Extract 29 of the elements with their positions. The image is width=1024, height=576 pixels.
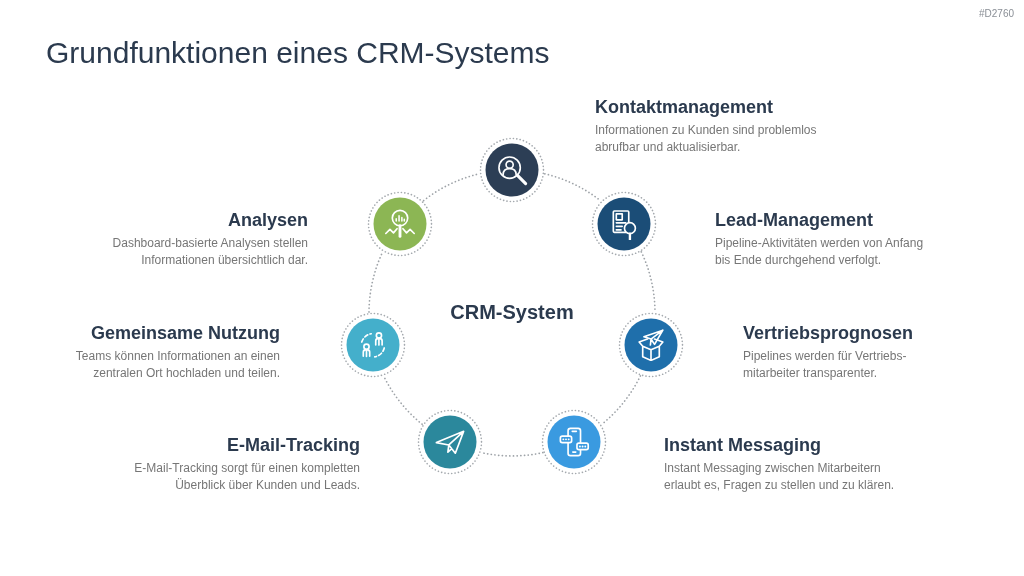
feature-description: Dashboard-basierte Analysen stellen Informationen übersichtlich dar. (111, 235, 308, 269)
feature-description: E-Mail-Tracking sorgt für einen kompletten Überblick über Kunden und Leads. (133, 460, 360, 494)
feature-circle (339, 311, 406, 378)
feature-description: Pipelines werden für Vertriebs- mitarbeiter transparenter. (743, 348, 908, 382)
feature-description: Pipeline-Aktivitäten werden von Anfang bis Ende durchgehend verfolgt. (715, 235, 925, 269)
dotted-connector (543, 172, 602, 202)
feature-heading: Analysen (227, 209, 308, 231)
feature-circle (367, 190, 434, 257)
feature-description: Teams können Informationen an einen zentralen Ort hochladen und teilen. (74, 348, 280, 382)
feature-description: Instant Messaging zwischen Mitarbeitern erlaubt es, Fragen zu stellen und zu klären. (664, 460, 896, 494)
center-label: CRM-System (450, 300, 574, 324)
diagram-title: Grundfunktionen eines CRM-Systems (46, 35, 550, 71)
feature-circle (417, 408, 483, 475)
feature-heading: E-Mail-Tracking (226, 434, 360, 456)
feature-circle (618, 311, 685, 378)
dotted-connector (640, 250, 656, 313)
feature-heading: Lead-Management (715, 209, 874, 231)
feature-circle (479, 137, 545, 203)
feature-heading: Kontaktmanagement (595, 96, 774, 118)
dotted-connector (601, 375, 642, 426)
dotted-connector (382, 375, 423, 426)
feature-description: Informationen zu Kunden sind problemlos abrufbar und aktualisierbar. (595, 122, 818, 156)
feature-heading: Instant Messaging (664, 434, 822, 456)
feature-circle (590, 190, 657, 257)
dotted-connector (480, 451, 544, 457)
feature-heading: Gemeinsame Nutzung (90, 322, 280, 344)
feature-heading: Vertriebsprognosen (743, 322, 914, 344)
slide-code: #D2760 (978, 8, 1014, 20)
feature-circle (541, 408, 607, 475)
